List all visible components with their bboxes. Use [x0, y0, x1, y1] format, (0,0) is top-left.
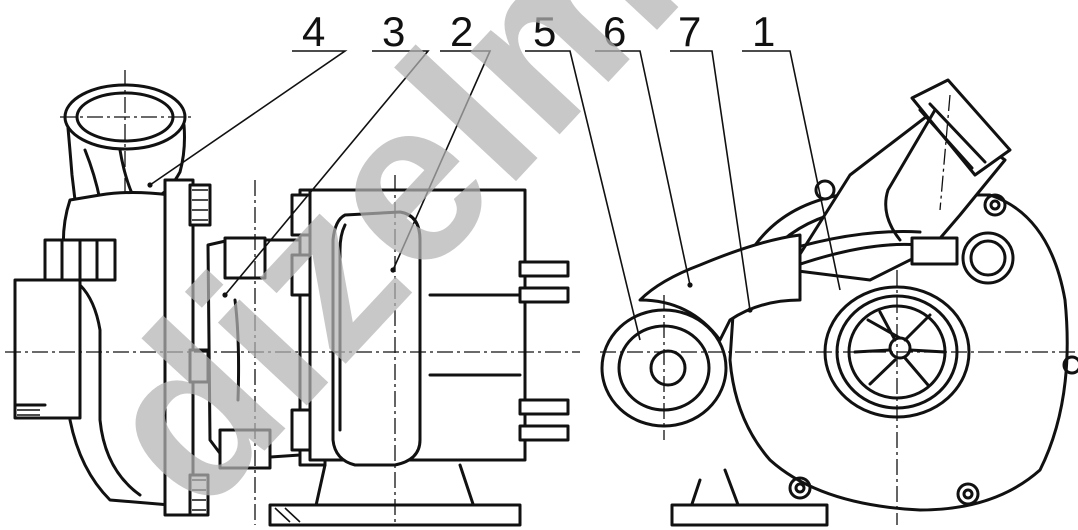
callout-label-4: 4	[302, 8, 325, 55]
callout-label-5: 5	[533, 8, 556, 55]
callout-label-6: 6	[603, 8, 626, 55]
callout-2-dot	[390, 267, 396, 273]
callout-6-dot	[687, 282, 693, 288]
callout-leaders	[147, 50, 841, 341]
callout-label-2: 2	[450, 8, 473, 55]
end-view	[600, 78, 1078, 527]
callout-4-dot	[147, 182, 153, 188]
callout-3-dot	[222, 292, 228, 298]
turbine-housing-side	[268, 188, 570, 527]
callout-label-7: 7	[678, 8, 701, 55]
compressor-housing-side	[13, 191, 172, 507]
callout-7-dot	[747, 307, 753, 313]
callout-label-3: 3	[382, 8, 405, 55]
callout-label-1: 1	[752, 8, 775, 55]
center-flange	[163, 178, 212, 517]
side-view	[5, 70, 580, 527]
